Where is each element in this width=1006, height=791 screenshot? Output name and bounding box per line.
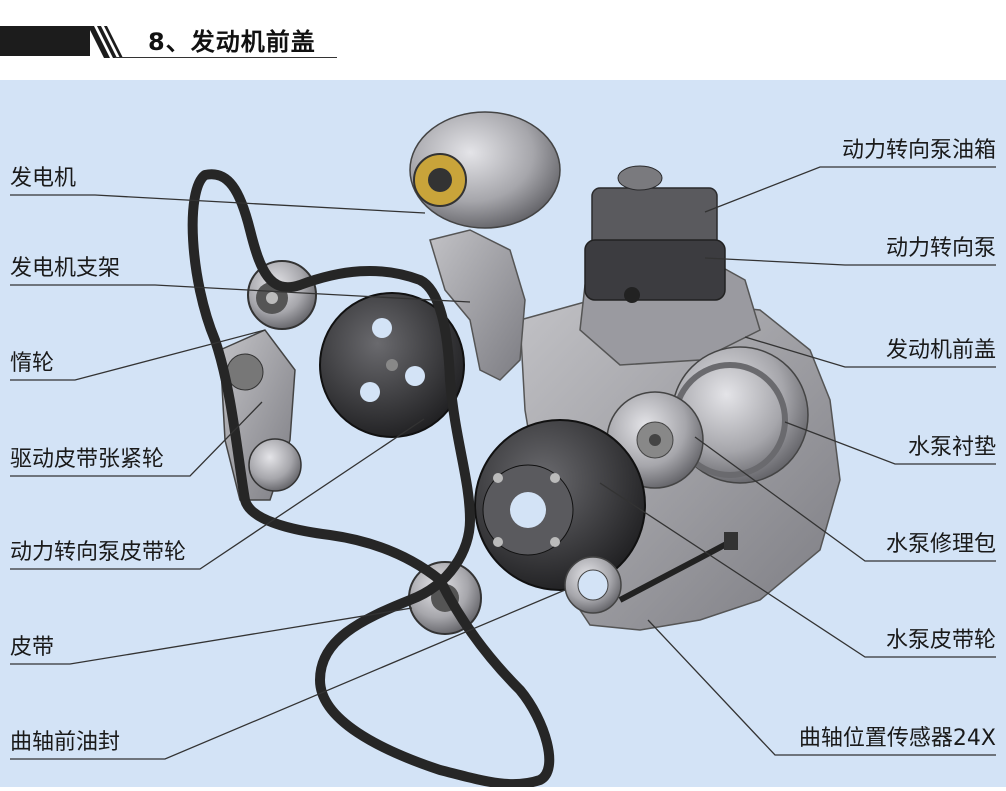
header: 8、发动机前盖 — [0, 0, 1006, 80]
label-idler: 惰轮 — [10, 351, 55, 376]
label-belt: 皮带 — [10, 635, 55, 660]
label-crank-sensor: 曲轴位置传感器24X — [798, 726, 996, 751]
leader-lines-left — [10, 194, 566, 760]
label-alternator-bracket: 发电机支架 — [10, 256, 121, 281]
label-wp-pulley: 水泵皮带轮 — [885, 628, 996, 653]
tensioner-pulley — [248, 438, 302, 492]
engine-front-cover-diagram: 发电机 发电机支架 惰轮 驱动皮带张紧轮 动力转向泵皮带轮 皮带 曲轴前油封 动… — [0, 80, 1006, 790]
crank-sensor-shape — [618, 539, 732, 603]
ps-reservoir-cap — [617, 165, 663, 191]
label-ps-reservoir: 动力转向泵油箱 — [841, 138, 996, 163]
alternator-bracket-shape — [429, 229, 526, 381]
label-tensioner: 驱动皮带张紧轮 — [10, 447, 165, 472]
label-ps-pulley: 动力转向泵皮带轮 — [10, 540, 187, 565]
serpentine-belt — [187, 169, 555, 790]
header-black-bar — [0, 26, 90, 56]
label-wp-kit: 水泵修理包 — [885, 532, 996, 557]
label-alternator: 发电机 — [10, 166, 77, 191]
header-stripes-icon — [88, 26, 123, 58]
ps-pump-shape — [584, 239, 726, 301]
header-underline — [115, 57, 337, 58]
leader-lines-right — [599, 166, 996, 756]
label-front-cover: 发动机前盖 — [885, 338, 996, 363]
page-title: 8、发动机前盖 — [148, 28, 316, 56]
label-crank-seal: 曲轴前油封 — [10, 730, 121, 755]
label-ps-pump: 动力转向泵 — [885, 236, 996, 261]
label-wp-gasket: 水泵衬垫 — [907, 435, 996, 460]
diagram-illustration — [0, 80, 1006, 790]
